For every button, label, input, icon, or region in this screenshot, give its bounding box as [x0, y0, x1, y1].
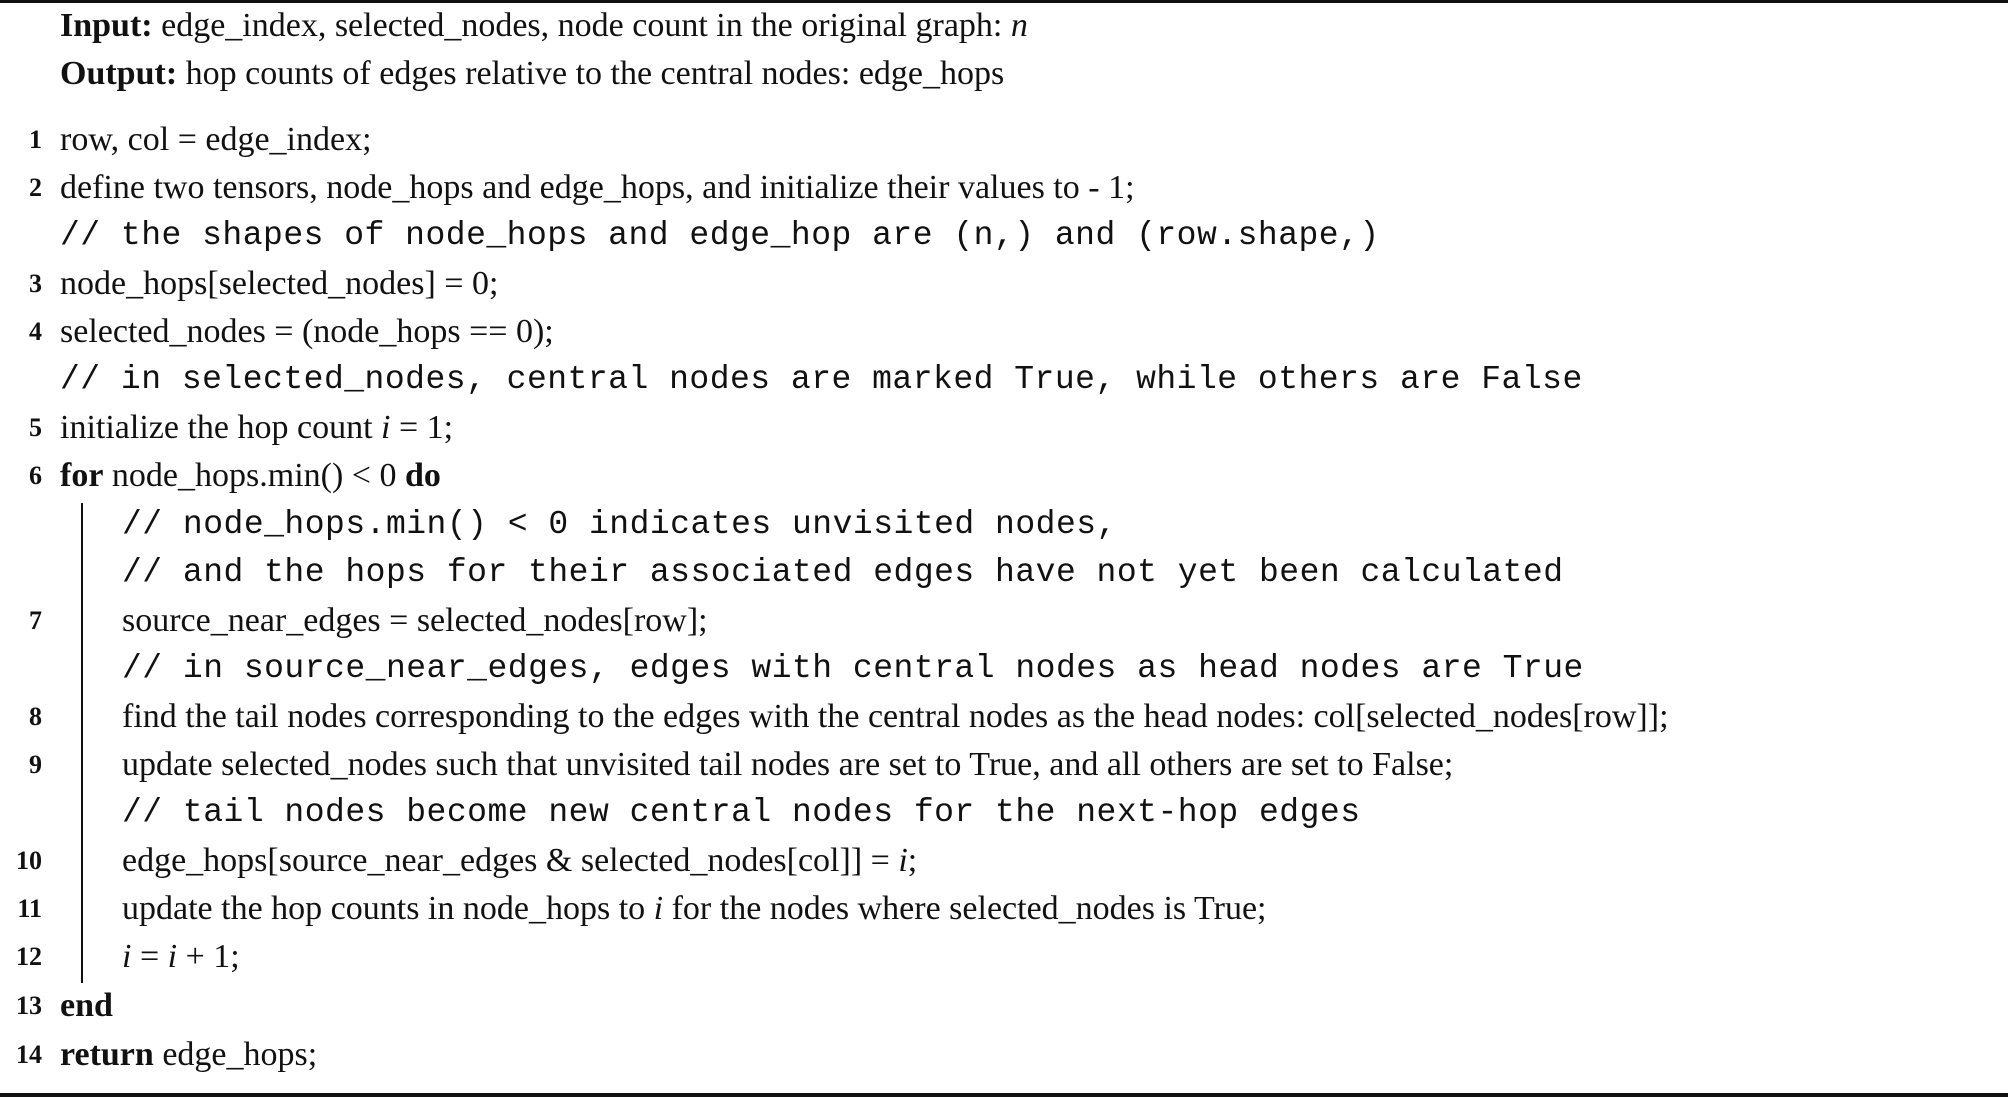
line-text: find the tail nodes corresponding to the…: [122, 698, 1669, 735]
keyword-do: do: [404, 457, 441, 494]
input-var: n: [1010, 7, 1028, 44]
text-suffix: = 1;: [390, 409, 454, 446]
line-text: initialize the hop count i = 1;: [60, 405, 453, 451]
top-rule: [0, 0, 2008, 3]
comment-text: // node_hops.min() < 0 indicates unvisit…: [122, 506, 1117, 543]
line-text: edge_hops[source_near_edges & selected_n…: [122, 838, 917, 884]
loop-condition: node_hops.min() < 0: [103, 457, 405, 494]
line-number: 13: [16, 991, 42, 1020]
comment-text: // in selected_nodes, central nodes are …: [60, 361, 1583, 398]
variable-i: i: [653, 890, 664, 927]
line-text: node_hops[selected_nodes] = 0;: [60, 265, 499, 302]
comment-text: // the shapes of node_hops and edge_hop …: [60, 217, 1380, 254]
line-number: 12: [16, 942, 42, 971]
line-number: 8: [29, 702, 42, 731]
line-text: define two tensors, node_hops and edge_h…: [60, 169, 1135, 206]
line-number: 10: [16, 846, 42, 875]
line-number: 7: [29, 606, 42, 635]
text-suffix: for the nodes where selected_nodes is Tr…: [663, 890, 1267, 927]
variable-i: i: [122, 938, 132, 975]
text-suffix: ;: [907, 842, 918, 879]
line-number: 3: [29, 269, 42, 298]
variable-i: i: [381, 409, 391, 446]
text-prefix: initialize the hop count: [60, 409, 382, 446]
input-text: edge_index, selected_nodes, node count i…: [161, 7, 1011, 44]
line-text: source_near_edges = selected_nodes[row];: [122, 602, 708, 639]
line-text: update the hop counts in node_hops to i …: [122, 886, 1266, 932]
line-text: selected_nodes = (node_hops == 0);: [60, 313, 554, 350]
line-text: return edge_hops;: [60, 1032, 317, 1078]
text-suffix: + 1;: [177, 938, 240, 975]
input-label: Input:: [60, 7, 153, 44]
text-equals: =: [131, 938, 168, 975]
return-value: edge_hops;: [153, 1036, 318, 1073]
line-number: 14: [16, 1040, 42, 1069]
comment-text: // tail nodes become new central nodes f…: [122, 794, 1361, 831]
line-text: row, col = edge_index;: [60, 121, 372, 158]
line-text: i = i + 1;: [122, 934, 240, 980]
input-line: Input: edge_index, selected_nodes, node …: [60, 3, 1028, 49]
output-label: Output:: [60, 55, 178, 92]
line-number: 11: [17, 894, 42, 923]
variable-i: i: [167, 938, 178, 975]
line-number: 6: [29, 461, 42, 490]
line-number: 4: [29, 317, 42, 346]
output-text: hop counts of edges relative to the cent…: [185, 55, 1005, 92]
variable-i: i: [898, 842, 908, 879]
keyword-return: return: [60, 1036, 154, 1073]
text-prefix: update the hop counts in node_hops to: [122, 890, 654, 927]
line-text: update selected_nodes such that unvisite…: [122, 746, 1454, 783]
comment-text: // in source_near_edges, edges with cent…: [122, 650, 1584, 687]
line-number: 1: [29, 125, 42, 154]
text-prefix: edge_hops[source_near_edges & selected_n…: [122, 842, 899, 879]
line-number: 9: [29, 750, 42, 779]
keyword-end: end: [60, 987, 113, 1024]
keyword-for: for: [60, 457, 104, 494]
line-text: for node_hops.min() < 0 do: [60, 453, 441, 499]
loop-scope-bar: [81, 503, 83, 983]
output-line: Output: hop counts of edges relative to …: [60, 51, 1004, 97]
comment-text: // and the hops for their associated edg…: [122, 554, 1564, 591]
bottom-rule: [0, 1093, 2008, 1097]
line-number: 5: [29, 413, 42, 442]
line-number: 2: [29, 173, 42, 202]
